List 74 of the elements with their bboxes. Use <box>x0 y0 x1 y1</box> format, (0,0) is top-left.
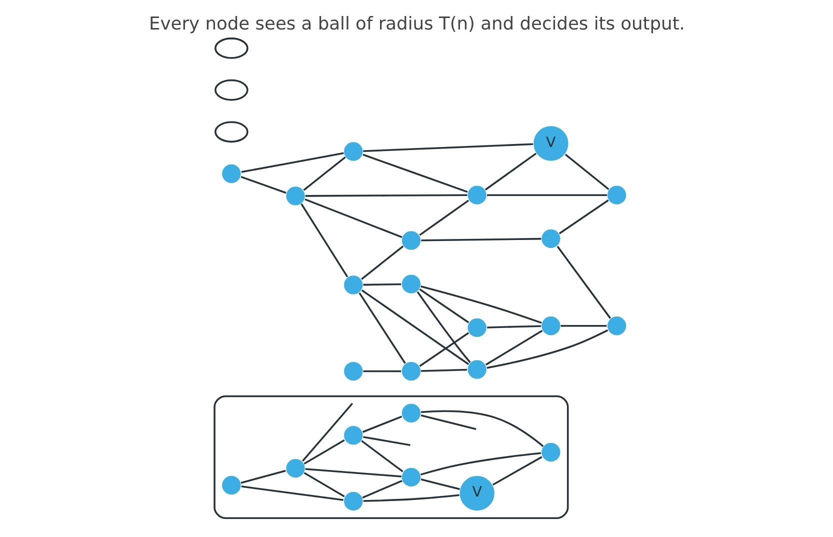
cluster <box>213 395 568 520</box>
connector <box>362 370 401 372</box>
connector <box>420 286 542 324</box>
connector <box>304 468 401 478</box>
node-cloud <box>214 121 248 143</box>
connector <box>304 194 467 197</box>
connector <box>485 330 542 366</box>
connector <box>556 246 611 319</box>
connector <box>240 152 344 173</box>
connector <box>484 152 536 190</box>
connector <box>302 156 346 191</box>
connector <box>420 410 544 447</box>
node-circle: V <box>532 125 569 162</box>
connector <box>492 456 542 486</box>
connector <box>418 332 469 367</box>
node-circle <box>220 163 242 184</box>
node-circle <box>400 361 421 382</box>
connector <box>362 154 468 193</box>
connector <box>558 200 608 234</box>
connector <box>300 203 348 278</box>
connector <box>304 198 402 238</box>
node-cloud <box>214 38 248 59</box>
node-circle <box>400 402 421 424</box>
node-circle <box>400 230 421 251</box>
connector <box>303 472 344 498</box>
node-circle <box>342 141 364 162</box>
connector <box>420 238 541 242</box>
connector <box>362 480 402 498</box>
connector <box>360 290 469 365</box>
node-circle <box>220 474 242 496</box>
connector <box>303 439 344 464</box>
connector <box>416 291 470 363</box>
connector <box>420 452 541 476</box>
connector <box>301 402 353 462</box>
node-circle <box>342 491 364 512</box>
node-circle <box>400 466 421 488</box>
node-circle <box>540 316 561 336</box>
diagram-title: Every node sees a ball of radius T(n) and decides its output. <box>148 14 684 35</box>
node-circle <box>466 359 487 380</box>
connector <box>486 194 606 196</box>
connector <box>362 436 410 446</box>
connector <box>420 368 466 372</box>
connector <box>486 325 541 328</box>
connector <box>360 440 403 472</box>
connector <box>362 143 532 152</box>
connector <box>564 154 609 190</box>
connector <box>240 470 286 484</box>
connector <box>418 200 469 236</box>
connector <box>420 478 460 490</box>
node-circle <box>400 274 421 294</box>
node-circle <box>606 316 627 336</box>
connector <box>240 486 343 501</box>
connector <box>362 416 402 433</box>
node-circle <box>284 458 306 479</box>
node-circle <box>342 361 364 382</box>
connector <box>358 292 406 364</box>
connector <box>240 176 286 194</box>
connector <box>560 325 606 327</box>
node-circle <box>342 274 364 296</box>
node-circle <box>540 442 561 463</box>
node-circle <box>606 184 627 206</box>
node-circle <box>540 228 561 249</box>
node-circle <box>466 317 487 338</box>
connector <box>362 494 459 502</box>
connector <box>420 414 476 430</box>
node-circle: V <box>458 474 495 512</box>
node-circle <box>466 184 487 206</box>
node-circle <box>342 425 364 446</box>
connector <box>362 283 401 286</box>
node-circle <box>284 186 306 206</box>
connector <box>418 288 469 324</box>
node-cloud <box>214 79 248 101</box>
connector <box>486 329 608 369</box>
connector <box>360 245 404 280</box>
